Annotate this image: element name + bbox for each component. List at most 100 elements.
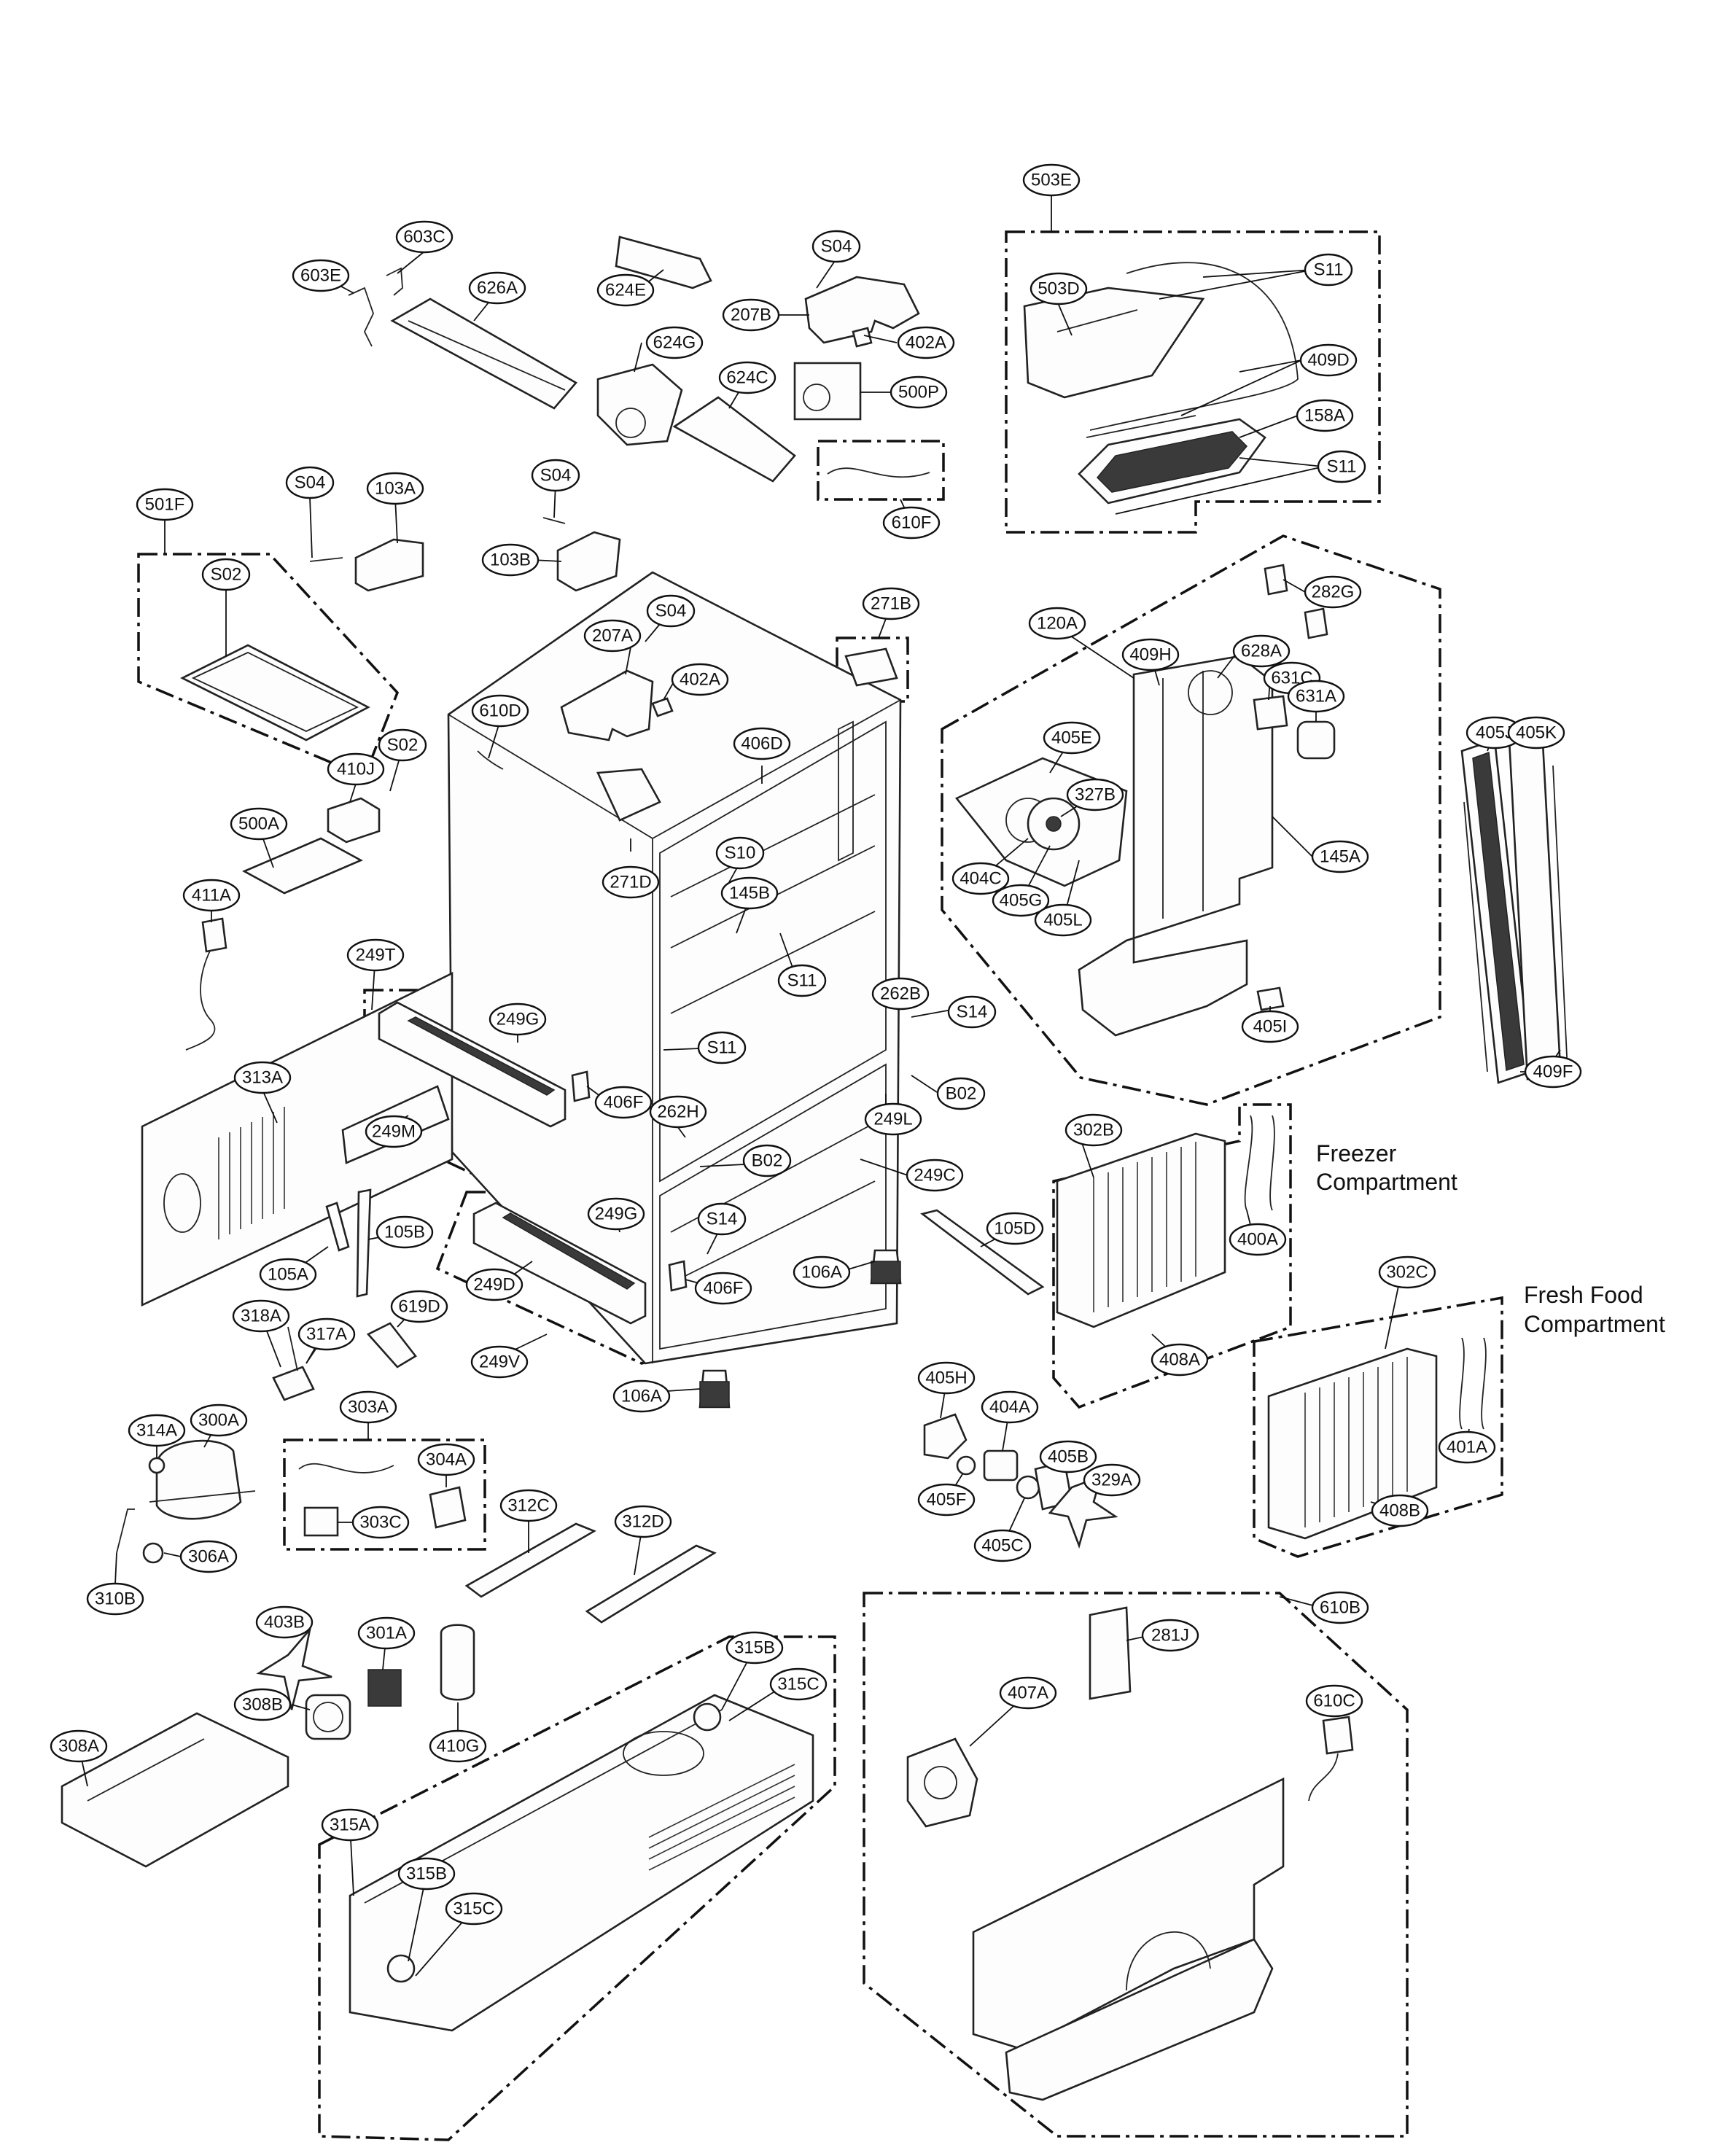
svg-text:249L: 249L [873, 1110, 912, 1129]
callout-301A: 301A [357, 1616, 416, 1650]
callout-329A: 329A [1083, 1463, 1141, 1497]
note-freezer-line2: Compartment [1316, 1169, 1457, 1195]
callout-619D: 619D [390, 1290, 448, 1323]
svg-text:408A: 408A [1159, 1350, 1200, 1370]
part-314A-grommet [148, 1457, 166, 1474]
callout-S04-d: S04 [646, 594, 696, 628]
callout-S14-b: S14 [697, 1202, 747, 1236]
group-271B [836, 636, 909, 703]
callout-106A: 106A [793, 1255, 851, 1289]
svg-text:409H: 409H [1129, 645, 1171, 665]
callout-603E: 603E [292, 259, 350, 292]
svg-text:207B: 207B [731, 305, 771, 325]
callout-315B: 315B [725, 1631, 784, 1665]
svg-text:409F: 409F [1533, 1062, 1573, 1082]
callout-603C: 603C [395, 220, 454, 254]
svg-text:262B: 262B [880, 984, 921, 1004]
part-306A-grommet [142, 1542, 164, 1564]
callout-410G: 410G [429, 1729, 487, 1763]
svg-text:B02: B02 [946, 1084, 977, 1104]
callout-405E: 405E [1043, 721, 1101, 755]
callout-610F: 610F [882, 506, 941, 540]
callout-249M: 249M [365, 1115, 423, 1148]
callout-S11-d: S11 [697, 1031, 747, 1064]
svg-text:249C: 249C [914, 1166, 955, 1185]
callout-271D: 271D [602, 865, 660, 899]
svg-text:S11: S11 [787, 971, 817, 991]
part-249T-rail [378, 1001, 567, 1128]
part-282G-clip [1264, 564, 1288, 596]
svg-text:S02: S02 [387, 736, 419, 755]
callout-158A: 158A [1296, 399, 1354, 432]
svg-text:105D: 105D [994, 1219, 1035, 1239]
callout-207A: 207A [583, 619, 642, 653]
part-315A-vents [648, 1764, 795, 1871]
callout-145A: 145A [1311, 840, 1369, 873]
svg-text:402A: 402A [680, 670, 720, 690]
callout-S14-a: S14 [947, 995, 997, 1029]
svg-text:402A: 402A [906, 333, 946, 353]
callout-271B: 271B [862, 587, 920, 620]
callout-120A: 120A [1028, 607, 1086, 640]
part-610C-sensor [1322, 1716, 1354, 1755]
callout-145B: 145B [720, 876, 779, 910]
part-410G-capacitor [440, 1624, 475, 1701]
part-308B-shroud [305, 1694, 351, 1740]
callout-626A: 626A [468, 271, 526, 305]
svg-text:249G: 249G [497, 1010, 540, 1029]
svg-text:249M: 249M [372, 1122, 416, 1142]
svg-text:315A: 315A [330, 1815, 370, 1835]
group-503E [1005, 230, 1381, 534]
part-315A-base-plate [349, 1694, 814, 2032]
svg-text:158A: 158A [1304, 406, 1345, 426]
callout-315B-b: 315B [397, 1857, 456, 1891]
svg-text:S14: S14 [957, 1002, 988, 1022]
svg-text:405K: 405K [1516, 723, 1557, 743]
svg-text:271B: 271B [871, 594, 911, 614]
callout-303A: 303A [339, 1390, 397, 1424]
svg-text:249V: 249V [479, 1352, 520, 1372]
part-401A-heater [1459, 1337, 1487, 1430]
part-120A-duct [1078, 655, 1274, 1037]
callout-500A: 500A [230, 807, 288, 841]
svg-text:329A: 329A [1091, 1471, 1132, 1490]
part-624C-cover [672, 396, 796, 483]
part-631C-pad [1253, 695, 1288, 731]
note-fresh-line1: Fresh Food [1524, 1282, 1643, 1308]
svg-text:303A: 303A [348, 1398, 389, 1417]
callout-400A: 400A [1229, 1223, 1287, 1256]
callout-408B: 408B [1371, 1494, 1429, 1527]
callout-249C: 249C [906, 1159, 964, 1192]
svg-text:S04: S04 [655, 601, 687, 621]
group-302B [1052, 1103, 1292, 1409]
callout-249G-b: 249G [587, 1197, 645, 1231]
callout-308B: 308B [233, 1688, 292, 1721]
callout-310B: 310B [86, 1582, 144, 1616]
svg-text:302C: 302C [1386, 1263, 1428, 1282]
part-624E-heater [615, 235, 712, 289]
callout-labels: 503E S11 503D 409D 158A S11 603C 603E 62… [50, 163, 1582, 1926]
callout-304A: 304A [417, 1443, 475, 1476]
svg-text:409D: 409D [1307, 351, 1349, 370]
svg-text:407A: 407A [1008, 1683, 1048, 1703]
svg-text:281J: 281J [1151, 1626, 1189, 1646]
callout-628A: 628A [1232, 634, 1291, 668]
svg-text:603C: 603C [403, 227, 445, 247]
part-610F-harness [827, 467, 930, 478]
callout-249T: 249T [346, 938, 405, 972]
part-302B-evaporator [1056, 1132, 1226, 1328]
svg-text:312C: 312C [507, 1496, 549, 1516]
callout-105A: 105A [259, 1258, 317, 1291]
callout-315A: 315A [321, 1808, 379, 1842]
svg-text:405C: 405C [981, 1536, 1023, 1556]
callout-303C: 303C [351, 1506, 410, 1539]
svg-text:500A: 500A [238, 814, 279, 834]
callout-315C: 315C [769, 1667, 828, 1701]
part-302C-evaporator [1267, 1347, 1438, 1540]
svg-text:626A: 626A [477, 279, 518, 298]
callout-318A: 318A [232, 1299, 290, 1333]
callout-500P: 500P [890, 375, 948, 409]
callout-207B: 207B [722, 298, 780, 332]
svg-text:303C: 303C [359, 1513, 401, 1533]
svg-text:314A: 314A [136, 1421, 177, 1441]
